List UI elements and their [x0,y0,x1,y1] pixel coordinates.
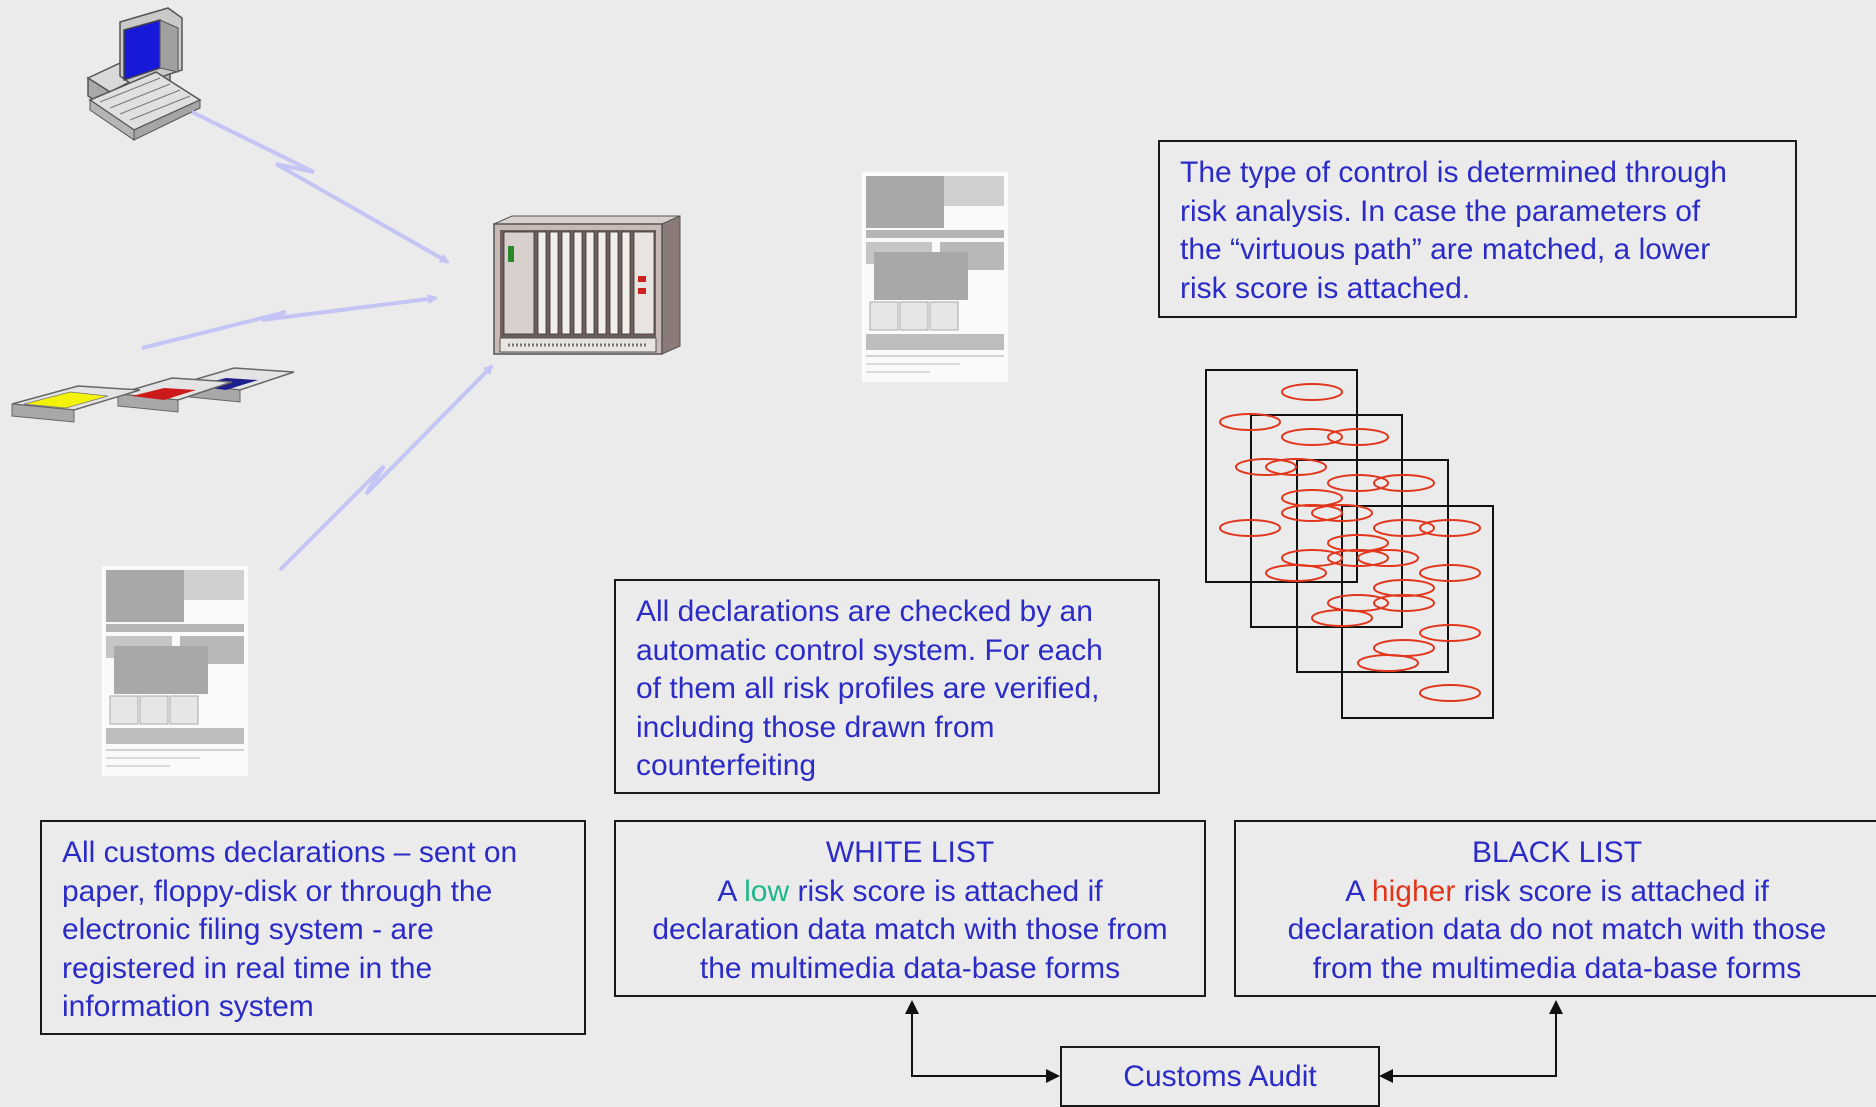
risk-analysis-text: The type of control is determined throug… [1180,156,1727,189]
black-list-title: BLACK LIST [1471,836,1643,869]
lightning-arrow [191,110,450,264]
white-list-box: WHITE LIST A low risk score is attached … [614,820,1206,997]
floppy-disks-icon [11,367,295,423]
black-list-box: BLACK LIST A higher risk score is attach… [1234,820,1876,997]
black-list-line-1: A higher risk score is attached if [1345,874,1769,908]
connector-white-list [905,1000,1058,1077]
low-highlight: low [744,874,790,908]
audit-connectors [905,1000,1563,1083]
automatic-check-text: counterfeiting [636,749,817,782]
white-list-title: WHITE LIST [825,836,995,869]
automatic-check-text: of them all risk profiles are verified, [636,672,1100,705]
risk-profile-sheets-icon [1205,369,1494,719]
connector-black-list [1381,1000,1563,1077]
automatic-check-text: including those drawn from [636,710,995,744]
registration-text: paper, floppy-disk or through the [62,874,493,908]
white-list-line-3: the multimedia data-base forms [699,951,1121,985]
risk-analysis-text: risk analysis. In case the parameters of [1180,194,1701,228]
risk-analysis-box: The type of control is determined throug… [1158,140,1797,318]
automatic-check-text: All declarations are checked by an [636,595,1093,628]
higher-highlight: higher [1371,874,1456,908]
registration-text: electronic filing system - are [62,913,434,946]
white-list-line-1: A low risk score is attached if [717,874,1103,908]
registration-box: All customs declarations – sent on paper… [40,820,586,1035]
automatic-check-text: automatic control system. For each [636,633,1103,667]
risk-analysis-text: the “virtuous path” are matched, a lower [1180,233,1711,266]
transmission-lightning-arrows [141,110,494,572]
risk-analysis-text: risk score is attached. [1180,271,1471,305]
server-rack-icon [493,215,681,355]
paper-form-icon [862,172,1008,382]
customs-audit-box: Customs Audit [1060,1046,1380,1107]
lightning-arrow [278,364,494,572]
black-list-line-3: from the multimedia data-base forms [1312,951,1802,985]
automatic-check-box: All declarations are checked by an autom… [614,579,1160,794]
registration-text: information system [62,990,314,1023]
registration-text: All customs declarations – sent on [62,836,518,869]
lightning-arrow [141,294,438,350]
white-list-line-2: declaration data match with those from [652,913,1168,946]
black-list-line-2: declaration data do not match with those [1287,913,1827,946]
customs-audit-label: Customs Audit [1123,1060,1317,1093]
paper-form-icon [102,566,248,776]
computer-icon [86,7,202,141]
registration-text: registered in real time in the [62,951,433,985]
